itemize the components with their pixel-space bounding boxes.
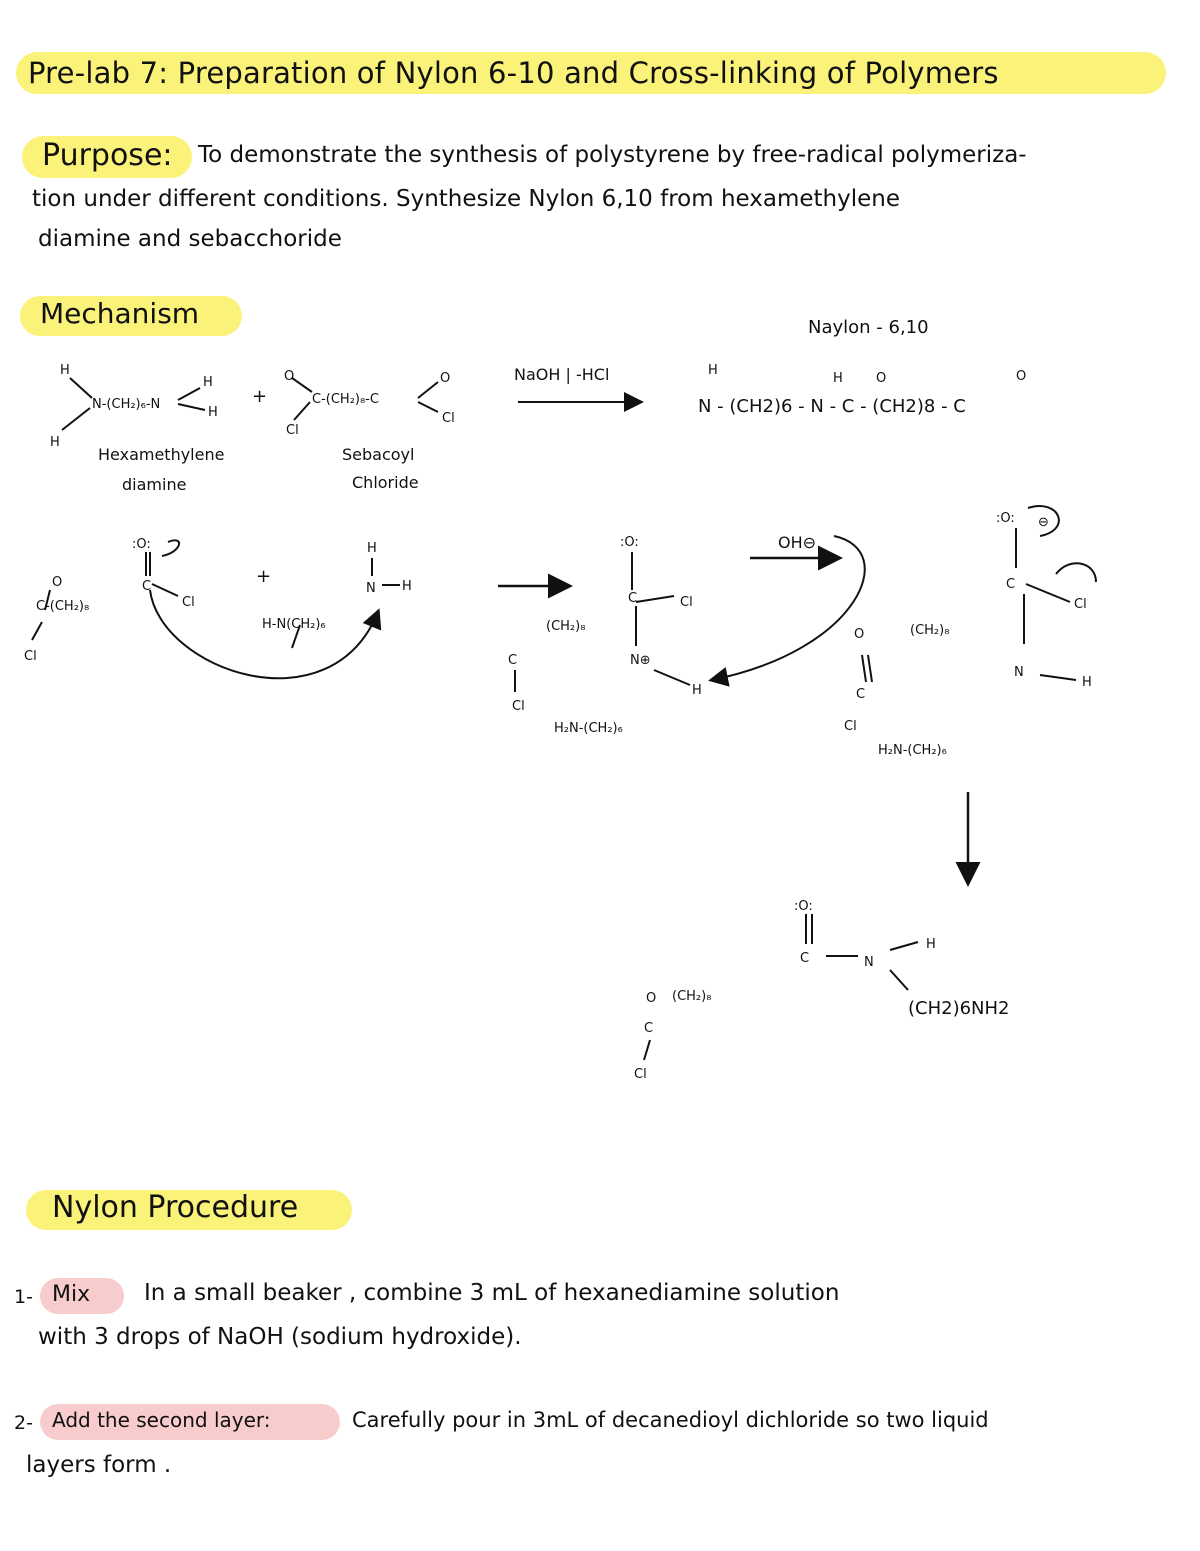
svg-text:O: O: [440, 371, 450, 386]
page-title: Pre-lab 7: Preparation of Nylon 6-10 and…: [28, 56, 999, 90]
step-2-line-2: layers form .: [26, 1452, 172, 1478]
nylon-procedure-label: Nylon Procedure: [52, 1190, 299, 1225]
base-label: OH⊖: [778, 533, 816, 552]
tetrahedral-intermediate: [514, 552, 691, 692]
mechanism-label: Mechanism: [40, 297, 200, 330]
product-formula: N - (CH2)6 - N - C - (CH2)8 - C: [698, 396, 966, 417]
reactant1-label-1: Hexamethylene: [98, 445, 224, 464]
svg-text:C: C: [1006, 577, 1015, 592]
svg-text:Cl: Cl: [512, 699, 525, 714]
title-highlight: [16, 52, 1166, 94]
svg-text::O:: :O:: [996, 511, 1015, 526]
svg-text:C: C: [644, 1021, 653, 1036]
svg-text:Cl: Cl: [680, 595, 693, 610]
step-1-line-1: In a small beaker , combine 3 mL of hexa…: [144, 1280, 840, 1306]
svg-text:H-N(CH₂)₆: H-N(CH₂)₆: [262, 617, 326, 632]
svg-text:N⊕: N⊕: [630, 653, 651, 668]
svg-text:Cl: Cl: [442, 411, 455, 426]
reactant1-label-2: diamine: [122, 475, 186, 494]
svg-text:O: O: [284, 369, 294, 384]
svg-text:C: C: [628, 591, 637, 606]
step-1-line-2: with 3 drops of NaOH (sodium hydroxide).: [38, 1324, 522, 1350]
svg-text:H: H: [402, 579, 412, 594]
svg-text:Cl: Cl: [286, 423, 299, 438]
svg-text:⊖: ⊖: [1038, 515, 1049, 530]
step-2-number: 2-: [14, 1412, 33, 1434]
svg-text:H: H: [203, 375, 213, 390]
svg-text:N: N: [864, 955, 874, 970]
curved-arrow-base: [708, 535, 866, 687]
svg-text:C-(CH₂)₈: C-(CH₂)₈: [36, 599, 89, 614]
svg-text:C: C: [856, 687, 865, 702]
final-amide: [643, 914, 919, 1061]
reagent-label: NaOH | -HCl: [514, 365, 609, 384]
svg-text:O: O: [646, 991, 656, 1006]
final-formula: (CH2)6NH2: [908, 998, 1010, 1019]
svg-text:H: H: [692, 683, 702, 698]
svg-text:C: C: [508, 653, 517, 668]
svg-text:(CH₂)₈: (CH₂)₈: [546, 619, 585, 634]
purpose-line-3: diamine and sebacchoride: [38, 226, 342, 252]
reactant-sebacoyl-chloride: [291, 377, 439, 421]
svg-text:H: H: [1082, 675, 1092, 690]
svg-text:O: O: [52, 575, 62, 590]
purpose-line-1: To demonstrate the synthesis of polystyr…: [198, 142, 1027, 168]
amine-structure: [291, 558, 400, 649]
acyl-chloride-structure: [31, 539, 382, 680]
svg-text::O:: :O:: [620, 535, 639, 550]
svg-text:O: O: [876, 371, 886, 386]
svg-text:(CH₂)₈: (CH₂)₈: [910, 623, 949, 638]
mechanism-highlight: [20, 296, 242, 336]
step-2-highlight: [40, 1404, 340, 1440]
svg-text::O:: :O:: [794, 899, 813, 914]
product-name: Naylon - 6,10: [808, 317, 929, 338]
svg-text:C-(CH₂)₈-C: C-(CH₂)₈-C: [312, 392, 379, 407]
svg-text:N: N: [366, 581, 376, 596]
step-1-number: 1-: [14, 1286, 33, 1308]
svg-text:Cl: Cl: [24, 649, 37, 664]
mechanism-diagram: Naylon - 6,10 H H N-(CH₂)₆-N H H Hexamet…: [24, 317, 1097, 1082]
svg-text:Cl: Cl: [844, 719, 857, 734]
step-1-label: Mix: [52, 1282, 91, 1307]
svg-text:H: H: [708, 363, 718, 378]
svg-text:Cl: Cl: [1074, 597, 1087, 612]
svg-text:O: O: [1016, 369, 1026, 384]
svg-text:H₂N-(CH₂)₆: H₂N-(CH₂)₆: [554, 721, 623, 736]
svg-text:(CH₂)₈: (CH₂)₈: [672, 989, 711, 1004]
svg-text:Cl: Cl: [182, 595, 195, 610]
svg-text:H: H: [50, 435, 60, 450]
reactant2-label-1: Sebacoyl: [342, 445, 414, 464]
svg-text:O: O: [854, 627, 864, 642]
nylon-procedure-highlight: [26, 1190, 352, 1230]
svg-text:N: N: [1014, 665, 1024, 680]
purpose-highlight: [22, 136, 192, 178]
reactant-hexamethylene-diamine: [61, 377, 206, 431]
svg-text:Cl: Cl: [634, 1067, 647, 1082]
svg-text:H: H: [926, 937, 936, 952]
svg-text:+: +: [252, 386, 267, 407]
svg-text:N-(CH₂)₆-N: N-(CH₂)₆-N: [92, 397, 160, 412]
svg-text:C: C: [800, 951, 809, 966]
step-1-highlight: [40, 1278, 124, 1314]
svg-text:H: H: [367, 541, 377, 556]
purpose-line-2: tion under different conditions. Synthes…: [32, 186, 901, 212]
svg-text:C: C: [142, 579, 151, 594]
svg-text:+: +: [256, 566, 271, 587]
svg-text:H₂N-(CH₂)₆: H₂N-(CH₂)₆: [878, 743, 947, 758]
step-2-line-1: Carefully pour in 3mL of decanedioyl dic…: [352, 1408, 989, 1432]
purpose-label: Purpose:: [42, 138, 173, 173]
reactant2-label-2: Chloride: [352, 473, 419, 492]
second-intermediate: [861, 505, 1097, 683]
step-2-label: Add the second layer:: [52, 1408, 271, 1432]
svg-text:H: H: [833, 371, 843, 386]
svg-text:H: H: [60, 363, 70, 378]
svg-text:H: H: [208, 405, 218, 420]
svg-text::O:: :O:: [132, 537, 151, 552]
